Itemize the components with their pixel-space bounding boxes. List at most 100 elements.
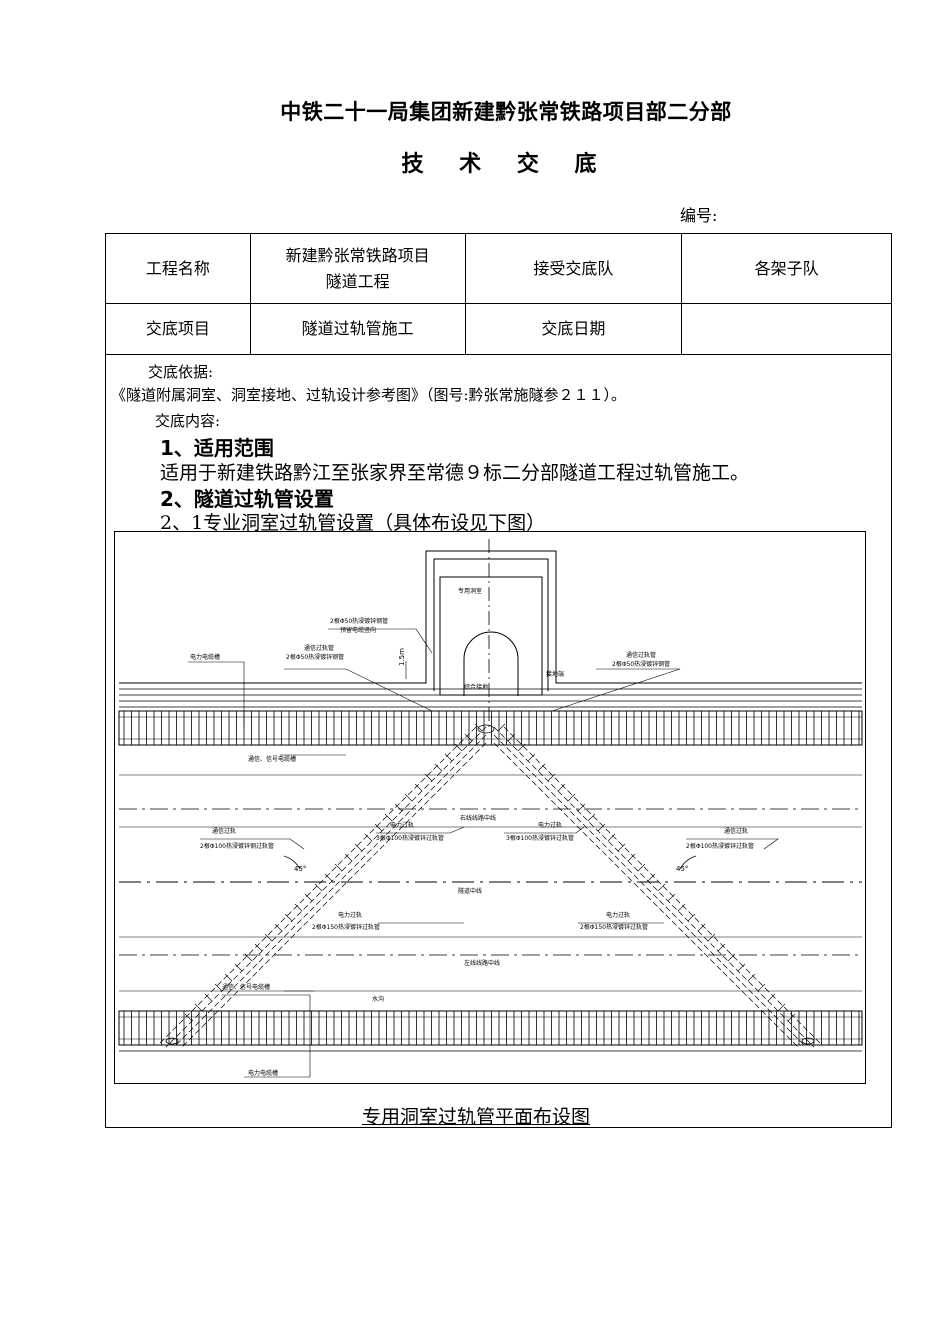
label-signal-pipe: 通信过轨管 (626, 651, 656, 659)
pipe-hatch-mark (777, 1003, 786, 1012)
pipe-hatch-mark (607, 833, 616, 842)
project-name-label: 工程名称 (105, 233, 251, 304)
pipe-hatch-mark (374, 823, 383, 832)
label-tunnel-center: 隧道中线 (458, 887, 482, 895)
receiving-team-label: 接受交底队 (464, 233, 683, 304)
pipe-hatch-mark (667, 893, 676, 902)
pipe-hatch-mark (517, 743, 526, 752)
pipe-hatch-mark (414, 783, 423, 792)
pipe-hatch-mark (404, 793, 413, 802)
content-box (105, 355, 892, 1128)
pipe-hatch-mark (194, 1003, 203, 1012)
pipe-hatch-mark (547, 773, 556, 782)
label-power-low-right-spec: 2根Φ150热浸镀锌过轨管 (580, 923, 648, 931)
pipe-hatch-mark (454, 743, 463, 752)
date-value (681, 303, 892, 355)
drawing-frame (114, 531, 866, 1084)
pipe-hatch-mark (274, 923, 283, 932)
pipe-hatch-mark (244, 953, 253, 962)
label-signal-pipe-spec: 2根Φ50热浸镀锌钢管 (612, 660, 670, 668)
pipe-hatch-mark (537, 763, 546, 772)
pipe-hatching (184, 723, 796, 1022)
pipe-hatch-mark (354, 843, 363, 852)
upper-track-band (118, 710, 863, 746)
pipe-hatch-mark (527, 753, 536, 762)
pipe-hatch-mark (224, 973, 233, 982)
label-angle-left: 45° (294, 865, 306, 873)
content-label: 交底内容: (155, 412, 221, 430)
pipe-hatch-mark (214, 983, 223, 992)
diagonal-pipes-left (159, 726, 487, 1048)
info-table: 工程名称 新建黔张常铁路项目 隧道工程 接受交底队 各架子队 交底项目 隧道过轨… (105, 233, 892, 355)
pipe-hatch-mark (424, 773, 433, 782)
project-name-value: 新建黔张常铁路项目 隧道工程 (249, 233, 466, 304)
pipe-hatch-mark (184, 1013, 193, 1022)
pipe-hatch-mark (717, 943, 726, 952)
label-comm-cross-left: 通信过轨 (212, 827, 236, 835)
pipe-hatch-mark (767, 993, 776, 1002)
pipe-end-symbols (165, 724, 815, 1045)
item-value: 隧道过轨管施工 (249, 303, 466, 355)
label-grounding: 接地端 (546, 670, 564, 678)
label-power-trough: 电力电缆槽 (190, 653, 220, 661)
pipe-hatch-mark (657, 883, 666, 892)
label-comm-pipe: 通信过轨管 (304, 644, 334, 652)
label-angle-right: 45° (676, 865, 688, 873)
pipe-hatch-mark (557, 783, 566, 792)
project-name-line1: 新建黔张常铁路项目 (285, 245, 430, 265)
pipe-hatch-mark (787, 1013, 796, 1022)
pipe-hatch-mark (444, 753, 453, 762)
label-comm-cross-right-spec: 2根Φ100热浸镀锌过轨管 (686, 842, 754, 850)
pipe-hatch-mark (727, 953, 736, 962)
label-power-mid-right-spec: 3根Φ100热浸镀锌过轨管 (506, 834, 574, 842)
pipe-hatch-mark (597, 823, 606, 832)
section2-1-text: 2、1专业洞室过轨管设置（具体布设见下图） (160, 512, 546, 534)
document-subtitle: 技 术 交 底 (401, 152, 611, 177)
pipe-hatch-mark (567, 793, 576, 802)
section2-heading: 2、隧道过轨管设置 (160, 487, 334, 511)
pipe-hatch-mark (434, 763, 443, 772)
pipe-layout-drawing: 专用洞室 (114, 531, 866, 1084)
pipe-hatch-mark (587, 813, 596, 822)
pipe-hatch-mark (204, 993, 213, 1002)
date-label: 交底日期 (464, 303, 683, 355)
item-label: 交底项目 (105, 303, 251, 355)
pipe-hatch-mark (647, 873, 656, 882)
pipe-hatch-mark (364, 833, 373, 842)
label-comm-pipe-spec: 2根Φ50热浸镀锌钢管 (286, 653, 344, 661)
label-power-mid-left: 电力过轨 (390, 821, 414, 829)
label-power-low-left-spec: 2根Φ150热浸镀锌过轨管 (312, 923, 380, 931)
pipe-hatch-mark (254, 943, 263, 952)
pipe-hatch-mark (394, 803, 403, 812)
label-line-right: 右线线路中线 (460, 814, 496, 822)
pipe-hatch-mark (384, 813, 393, 822)
pipe-hatch-mark (234, 963, 243, 972)
label-ground-box: 综合接地 (464, 683, 488, 691)
label-power-trough-bottom: 电力电缆槽 (248, 1069, 278, 1077)
pipe-hatch-mark (617, 843, 626, 852)
label-comm-cross-right: 通信过轨 (724, 827, 748, 835)
label-drain: 水沟 (372, 995, 384, 1003)
leader-lines (188, 628, 779, 1078)
doc-number-label: 编号: (680, 206, 718, 225)
pipe-hatch-mark (507, 733, 516, 742)
pipe-hatch-mark (314, 883, 323, 892)
pipe-hatch-mark (577, 803, 586, 812)
pipe-hatch-mark (464, 733, 473, 742)
label-power-mid-right: 电力过轨 (538, 821, 562, 829)
lower-track-band (118, 1010, 863, 1046)
pipe-hatch-mark (294, 903, 303, 912)
figure-caption: 专用洞室过轨管平面布设图 (362, 1106, 591, 1128)
pipe-hatch-mark (304, 893, 313, 902)
pipe-hatch-mark (697, 923, 706, 932)
pipe-hatch-mark (687, 913, 696, 922)
pipe-hatch-mark (737, 963, 746, 972)
pipe-hatch-mark (284, 913, 293, 922)
section1-text: 适用于新建铁路黔江至张家界至常德９标二分部隧道工程过轨管施工。 (160, 462, 750, 484)
label-comm-trough: 通信、信号电缆槽 (248, 755, 296, 763)
pipe-hatch-mark (264, 933, 273, 942)
label-comm-trough-bottom: 通信、信号电缆槽 (222, 983, 270, 991)
pipe-hatch-mark (627, 853, 636, 862)
pipe-hatch-mark (677, 903, 686, 912)
chamber (119, 550, 862, 696)
